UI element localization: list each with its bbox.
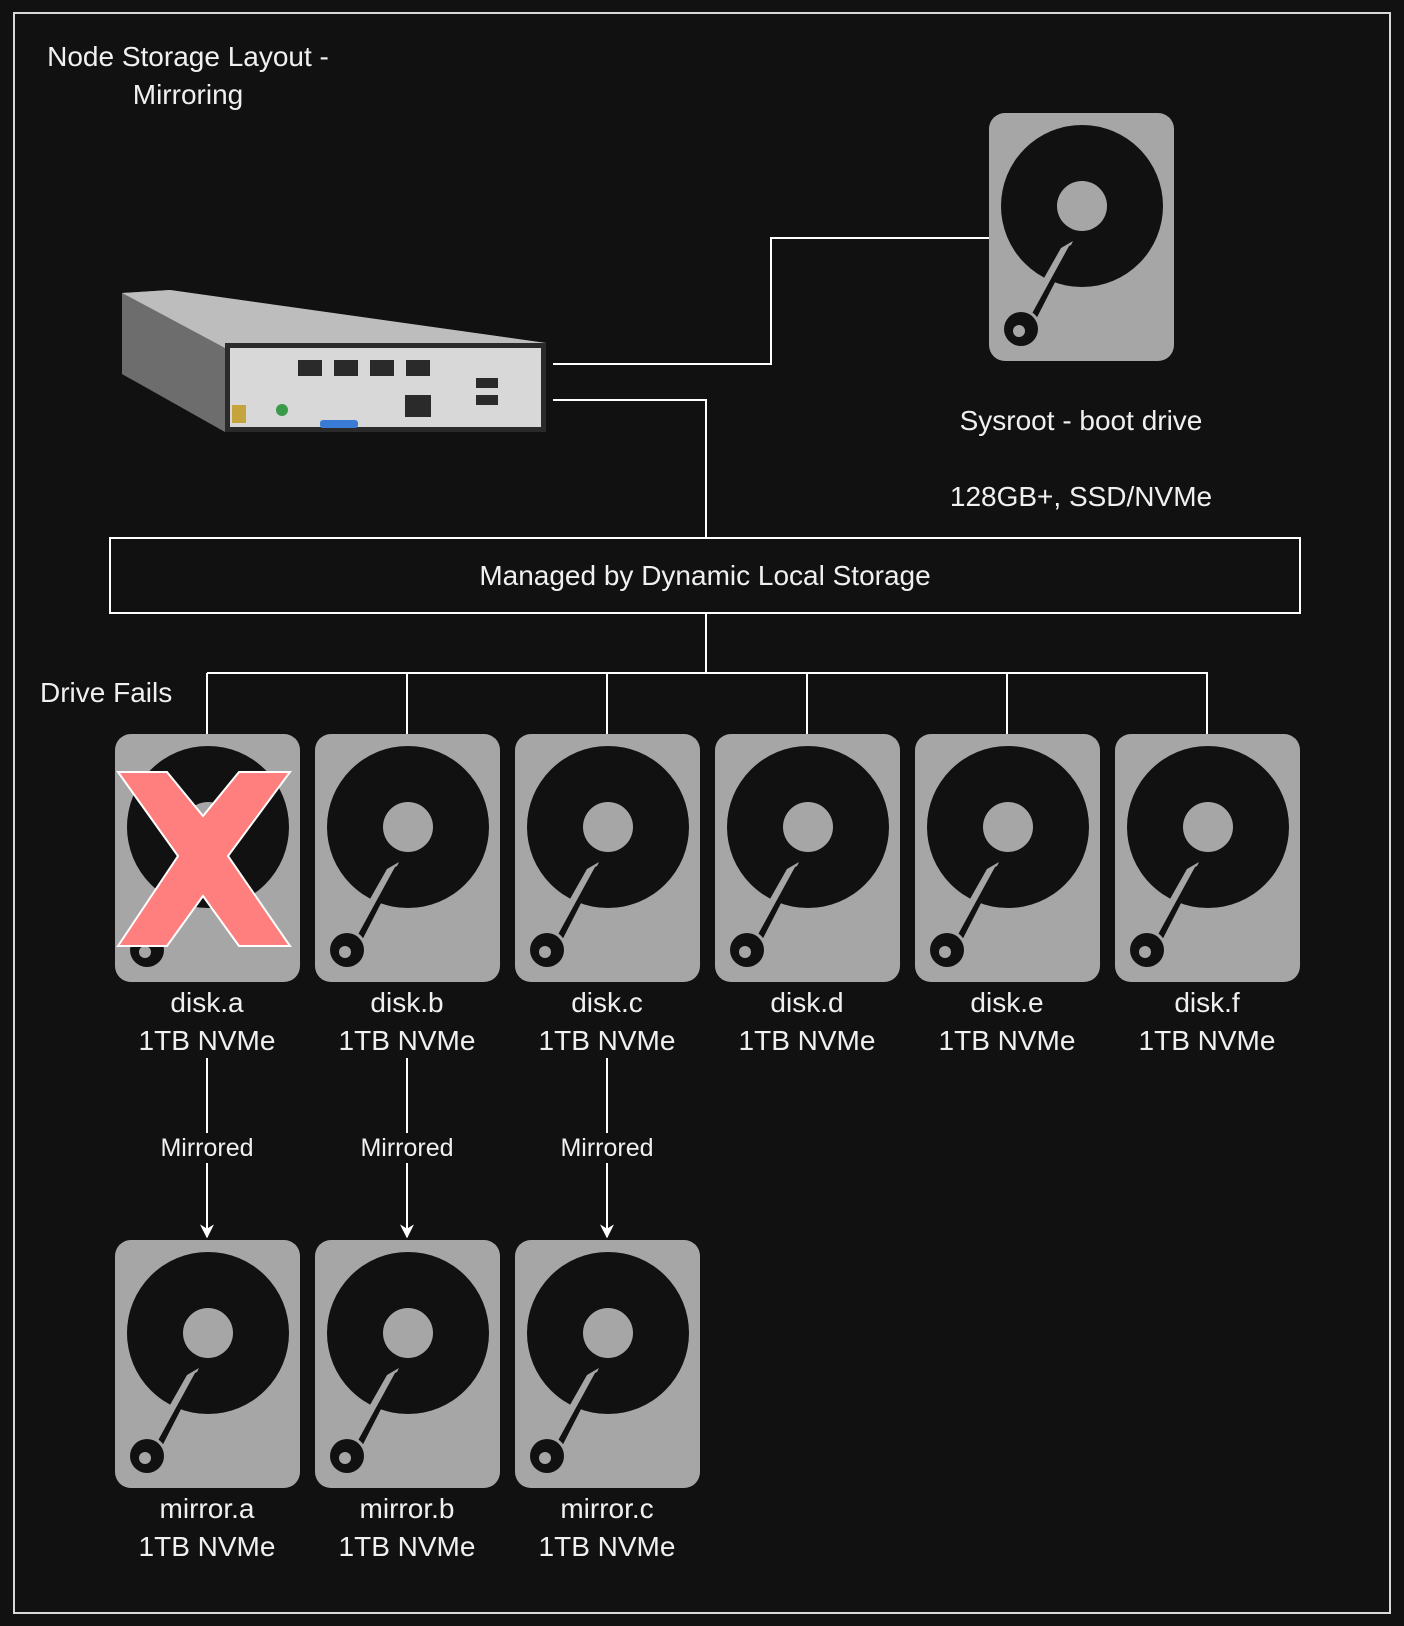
mirror-label-2-spec: 1TB NVMe [538, 1531, 676, 1562]
disk-label-4: disk.e 1TB NVMe [907, 984, 1107, 1060]
disk-label-4-name: disk.e [970, 987, 1044, 1018]
disk-label-4-spec: 1TB NVMe [938, 1025, 1076, 1056]
disk-label-5-spec: 1TB NVMe [1138, 1025, 1276, 1056]
mirror-icon-mirror.a [115, 1240, 300, 1488]
diagram-frame [13, 12, 1391, 1614]
disk-label-0-spec: 1TB NVMe [138, 1025, 276, 1056]
disk-icon-disk.f [1115, 734, 1300, 982]
server-to-managed-line [553, 399, 707, 538]
mirror-label-2-name: mirror.c [560, 1493, 654, 1524]
mirrored-label-0: Mirrored [137, 1133, 277, 1163]
diagram-title: Node Storage Layout - Mirroring [47, 41, 329, 110]
disk-icon-disk.d [715, 734, 900, 982]
mirror-icon-mirror.b [315, 1240, 500, 1488]
mirror-label-0-spec: 1TB NVMe [138, 1531, 276, 1562]
boot-drive-name: Sysroot - boot drive [959, 405, 1203, 436]
disk-label-2: disk.c 1TB NVMe [507, 984, 707, 1060]
mirror-label-1-spec: 1TB NVMe [338, 1531, 476, 1562]
disk-label-1: disk.b 1TB NVMe [307, 984, 507, 1060]
drive-fails-label: Drive Fails [40, 677, 173, 708]
disk-label-3-name: disk.d [770, 987, 844, 1018]
disk-icon-disk.b [315, 734, 500, 982]
disk-label-1-name: disk.b [370, 987, 444, 1018]
server-to-boot-line [553, 237, 989, 365]
mirror-label-0: mirror.a 1TB NVMe [107, 1490, 307, 1566]
managed-label: Managed by Dynamic Local Storage [479, 560, 931, 591]
disk-label-2-name: disk.c [571, 987, 643, 1018]
mirror-icon-mirror.c [515, 1240, 700, 1488]
mirror-label-0-name: mirror.a [159, 1493, 255, 1524]
disk-label-5-name: disk.f [1174, 987, 1240, 1018]
mirror-label-1: mirror.b 1TB NVMe [307, 1490, 507, 1566]
disk-label-2-spec: 1TB NVMe [538, 1025, 676, 1056]
server-chassis-icon [122, 290, 546, 432]
disk-icon-disk.c [515, 734, 700, 982]
disk-label-0-name: disk.a [170, 987, 244, 1018]
disk-icon-disk.e [915, 734, 1100, 982]
boot-drive-label: Sysroot - boot drive 128GB+, SSD/NVMe [901, 364, 1261, 554]
mirrored-label-2: Mirrored [537, 1133, 677, 1163]
disk-distribution-lines [206, 613, 1208, 734]
mirror-label-1-name: mirror.b [359, 1493, 455, 1524]
disk-label-0: disk.a 1TB NVMe [107, 984, 307, 1060]
disk-label-3: disk.d 1TB NVMe [707, 984, 907, 1060]
disk-label-1-spec: 1TB NVMe [338, 1025, 476, 1056]
boot-drive-icon [989, 113, 1174, 361]
mirror-label-2: mirror.c 1TB NVMe [507, 1490, 707, 1566]
mirrored-label-1: Mirrored [337, 1133, 477, 1163]
disk-label-5: disk.f 1TB NVMe [1107, 984, 1307, 1060]
disk-label-3-spec: 1TB NVMe [738, 1025, 876, 1056]
boot-drive-spec: 128GB+, SSD/NVMe [949, 481, 1213, 512]
x-mark-icon [116, 771, 292, 947]
